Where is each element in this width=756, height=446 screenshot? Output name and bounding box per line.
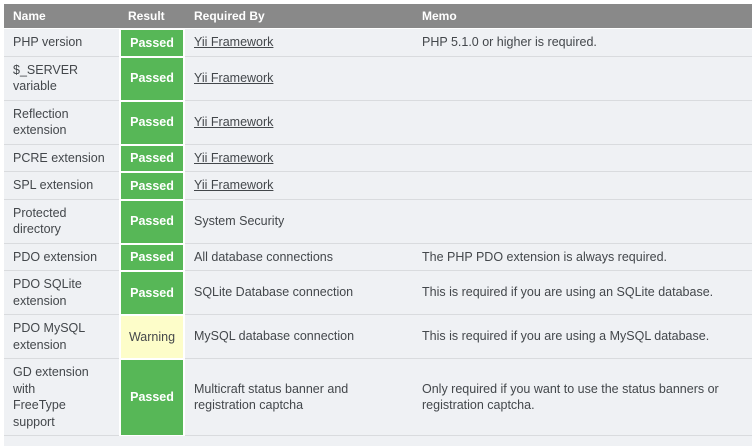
- table-row: PDO extension Passed All database connec…: [4, 243, 752, 271]
- required-by-text: MySQL database connection: [194, 329, 355, 344]
- column-header-required-by: Required By: [185, 4, 413, 29]
- required-by-link[interactable]: Yii Framework: [194, 70, 274, 85]
- result-badge: Passed: [119, 29, 185, 57]
- required-by-link[interactable]: Yii Framework: [194, 150, 274, 165]
- memo-text: [413, 100, 752, 145]
- required-by-cell: Multicraft status banner and registratio…: [185, 359, 413, 436]
- required-by-link[interactable]: Yii Framework: [194, 35, 274, 49]
- required-by-cell: Yii Framework: [185, 56, 413, 101]
- required-by-cell: MySQL database connection: [185, 315, 413, 359]
- required-by-cell: All database connections: [185, 243, 413, 271]
- result-badge: Passed: [119, 199, 185, 244]
- memo-text: [413, 144, 752, 172]
- empty-footer-cell: [4, 436, 752, 446]
- required-by-cell: SQLite Database connection: [185, 271, 413, 315]
- table-footer-row: [4, 436, 752, 446]
- column-header-name: Name: [4, 4, 119, 29]
- required-by-text: Multicraft status banner and registratio…: [194, 381, 349, 413]
- table-footer: [4, 436, 752, 446]
- table-row: $_SERVER variable Passed Yii Framework: [4, 56, 752, 101]
- required-by-cell: Yii Framework: [185, 100, 413, 145]
- result-badge: Passed: [119, 271, 185, 315]
- required-by-link[interactable]: Yii Framework: [194, 178, 274, 192]
- table-row: PCRE extension Passed Yii Framework: [4, 144, 752, 172]
- required-by-link[interactable]: Yii Framework: [194, 114, 274, 129]
- requirement-name: Reflection extension: [4, 100, 119, 145]
- result-badge: Warning: [119, 315, 185, 359]
- memo-text: PHP 5.1.0 or higher is required.: [413, 29, 752, 57]
- memo-text: [413, 56, 752, 101]
- table-row: GD extension with FreeType support Passe…: [4, 359, 752, 436]
- requirements-table: Name Result Required By Memo PHP version…: [4, 4, 752, 446]
- required-by-cell: Yii Framework: [185, 29, 413, 57]
- memo-text: [413, 199, 752, 244]
- memo-text: This is required if you are using an SQL…: [413, 271, 752, 315]
- column-header-result: Result: [119, 4, 185, 29]
- column-header-memo: Memo: [413, 4, 752, 29]
- memo-text: This is required if you are using a MySQ…: [413, 315, 752, 359]
- required-by-cell: Yii Framework: [185, 172, 413, 200]
- table-row: Protected directory Passed System Securi…: [4, 199, 752, 244]
- requirement-name: PDO extension: [4, 243, 119, 271]
- requirement-name: PDO SQLite extension: [4, 271, 119, 315]
- required-by-text: SQLite Database connection: [194, 285, 354, 300]
- required-by-text: All database connections: [194, 249, 333, 264]
- requirement-name: GD extension with FreeType support: [4, 359, 119, 436]
- memo-text: Only required if you want to use the sta…: [413, 359, 752, 436]
- result-badge: Passed: [119, 243, 185, 271]
- table-row: PHP version Passed Yii Framework PHP 5.1…: [4, 29, 752, 57]
- requirement-name: PDO MySQL extension: [4, 315, 119, 359]
- requirement-name: PCRE extension: [4, 144, 119, 172]
- memo-text: The PHP PDO extension is always required…: [413, 243, 752, 271]
- result-badge: Passed: [119, 100, 185, 145]
- table-row: SPL extension Passed Yii Framework: [4, 172, 752, 200]
- table-row: PDO MySQL extension Warning MySQL databa…: [4, 315, 752, 359]
- result-badge: Passed: [119, 359, 185, 436]
- header-row: Name Result Required By Memo: [4, 4, 752, 29]
- required-by-text: System Security: [194, 213, 285, 228]
- memo-text: [413, 172, 752, 200]
- requirement-name: $_SERVER variable: [4, 56, 119, 101]
- result-badge: Passed: [119, 144, 185, 172]
- table-body: PHP version Passed Yii Framework PHP 5.1…: [4, 29, 752, 436]
- result-badge: Passed: [119, 56, 185, 101]
- requirement-name: PHP version: [4, 29, 119, 57]
- requirement-name: SPL extension: [4, 172, 119, 200]
- required-by-cell: System Security: [185, 199, 413, 244]
- table-row: Reflection extension Passed Yii Framewor…: [4, 100, 752, 145]
- table-row: PDO SQLite extension Passed SQLite Datab…: [4, 271, 752, 315]
- requirement-name: Protected directory: [4, 199, 119, 244]
- result-badge: Passed: [119, 172, 185, 200]
- required-by-cell: Yii Framework: [185, 144, 413, 172]
- table-header: Name Result Required By Memo: [4, 4, 752, 29]
